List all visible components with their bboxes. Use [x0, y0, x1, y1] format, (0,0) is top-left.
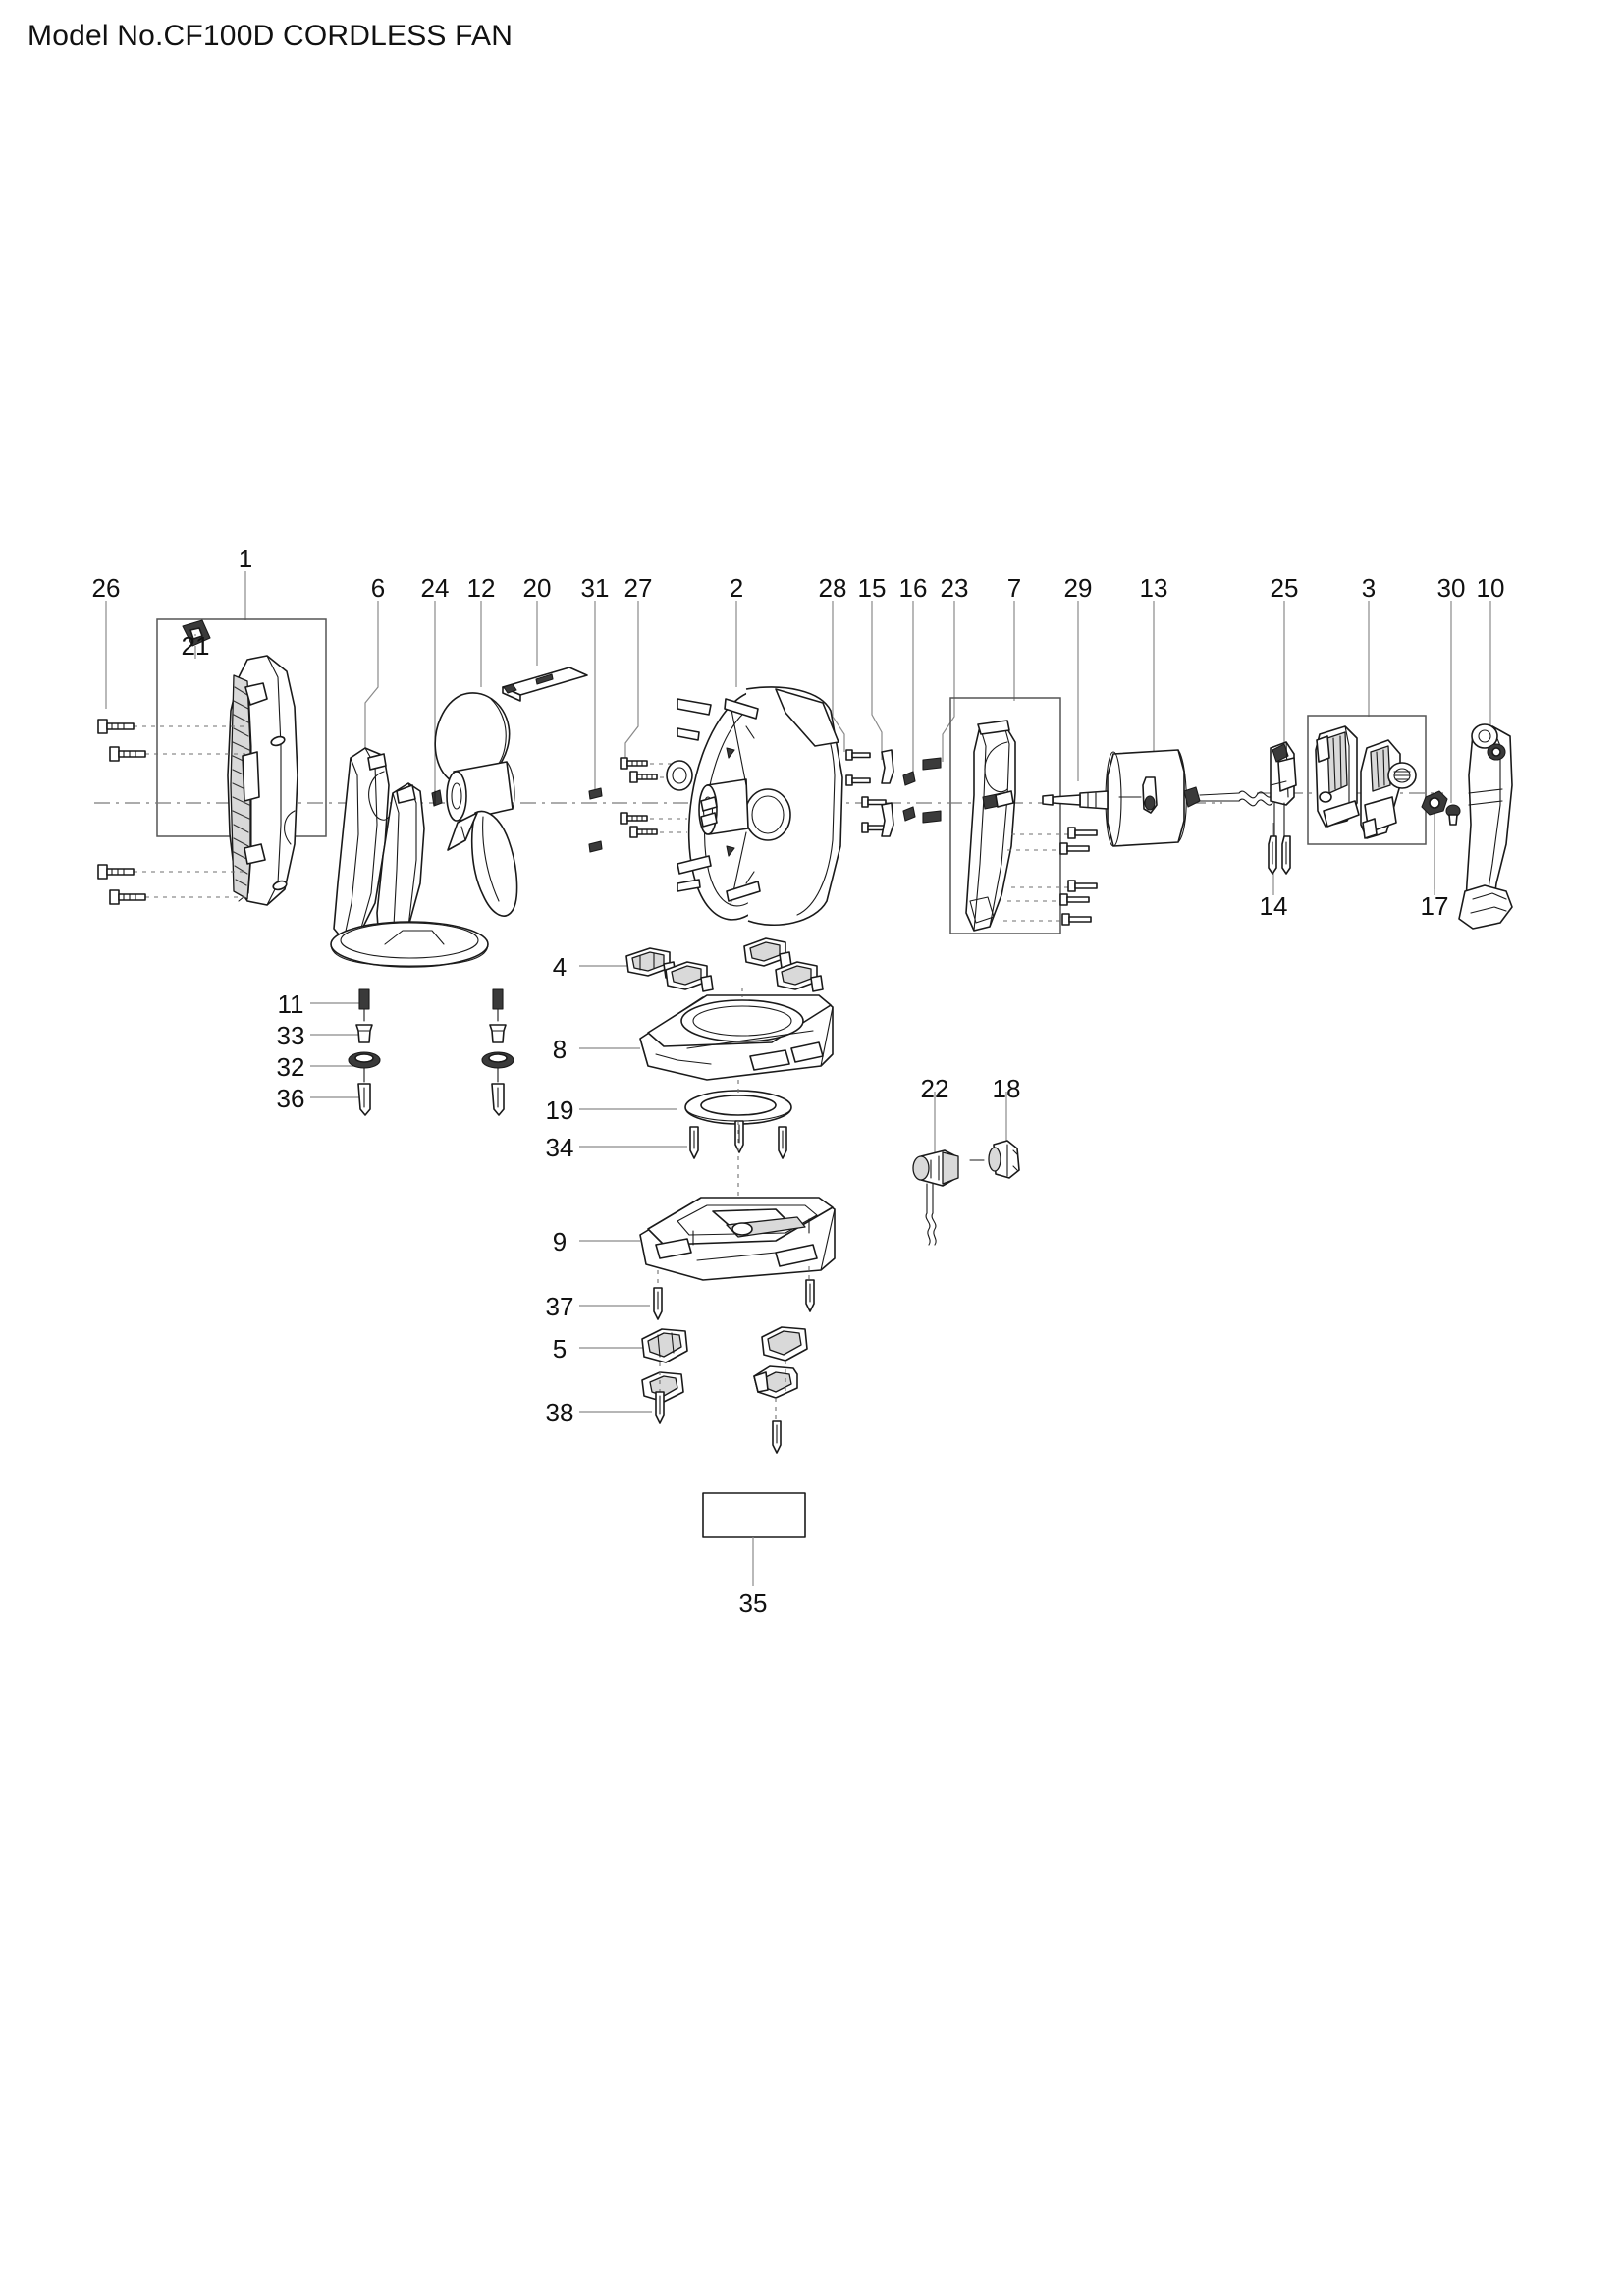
part-1-front-grille [134, 655, 298, 906]
part-3-switch-assembly [1315, 725, 1417, 839]
parts-11-33-32-36-left-stack [310, 988, 514, 1116]
leader-lines-top [105, 571, 1491, 803]
callout-22: 22 [920, 1074, 949, 1103]
part-31-washers [588, 787, 603, 853]
part-16-caps [902, 771, 916, 822]
part-8-upper-cover [579, 988, 834, 1081]
part-17-nut [1421, 790, 1448, 889]
part-13-motor [1042, 749, 1273, 847]
callout-16: 16 [898, 573, 928, 603]
page-title: Model No.CF100D CORDLESS FAN [27, 20, 514, 52]
part-29-screws [1059, 827, 1098, 926]
switch-group-box [1307, 715, 1427, 845]
callout-13: 13 [1139, 573, 1168, 603]
part-10-hook-bracket [1458, 723, 1513, 930]
callout-31: 31 [580, 573, 610, 603]
callout-34: 34 [545, 1133, 574, 1162]
part-30-screw [1445, 804, 1461, 826]
part-27-screws [620, 757, 687, 838]
callout-3: 3 [1361, 573, 1377, 603]
callout-24: 24 [420, 573, 450, 603]
part-18-bushing [969, 1092, 1020, 1179]
callout-26: 26 [91, 573, 121, 603]
callout-23: 23 [940, 573, 969, 603]
part-37-screws [579, 1266, 815, 1320]
part-2-motor-housing [666, 686, 843, 927]
callout-18: 18 [992, 1074, 1021, 1103]
callout-27: 27 [623, 573, 653, 603]
callout-15: 15 [857, 573, 887, 603]
callout-8: 8 [552, 1035, 568, 1064]
callout-7: 7 [1006, 573, 1022, 603]
callout-10: 10 [1476, 573, 1505, 603]
callout-2: 2 [729, 573, 744, 603]
callout-29: 29 [1063, 573, 1093, 603]
callout-25: 25 [1270, 573, 1299, 603]
callout-14: 14 [1259, 891, 1288, 921]
part-19-seal-ring [579, 1080, 792, 1125]
callout-37: 37 [545, 1292, 574, 1321]
callout-12: 12 [466, 573, 496, 603]
part-24-washer [431, 789, 443, 807]
handle-group-box [949, 697, 1061, 934]
callout-30: 30 [1436, 573, 1466, 603]
callout-35: 35 [738, 1588, 768, 1618]
part-7-handle [965, 720, 1068, 932]
callout-5: 5 [552, 1334, 568, 1363]
callout-28: 28 [818, 573, 847, 603]
callout-32: 32 [276, 1052, 305, 1082]
callout-6: 6 [370, 573, 386, 603]
callout-20: 20 [522, 573, 552, 603]
callout-21: 21 [181, 631, 210, 661]
part-26-screws [97, 719, 146, 905]
part-5-clips [579, 1326, 808, 1403]
part-28-screws [845, 749, 887, 833]
callout-17: 17 [1420, 891, 1449, 921]
part-25-switch [1270, 741, 1297, 841]
part-14-pins [1268, 835, 1291, 875]
callout-9: 9 [552, 1227, 568, 1256]
part-22-connector [912, 1092, 959, 1246]
part-20-flat-strip [502, 667, 588, 702]
part-21-clip [182, 619, 211, 659]
callout-33: 33 [276, 1021, 305, 1050]
part-12-fan-blade [434, 692, 518, 917]
part-38-screws [579, 1361, 786, 1454]
callout-4: 4 [552, 952, 568, 982]
part-35-box [702, 1492, 806, 1586]
part-15-brackets [881, 749, 894, 837]
callout-19: 19 [545, 1095, 574, 1125]
callout-11: 11 [277, 989, 304, 1019]
callout-1: 1 [238, 544, 253, 573]
part-9-base-plate [579, 1197, 836, 1281]
part-4-clips [579, 937, 824, 992]
callout-36: 36 [276, 1084, 305, 1113]
callout-38: 38 [545, 1398, 574, 1427]
part-6-rear-housing [330, 747, 489, 968]
part-23-terminals [922, 757, 942, 824]
